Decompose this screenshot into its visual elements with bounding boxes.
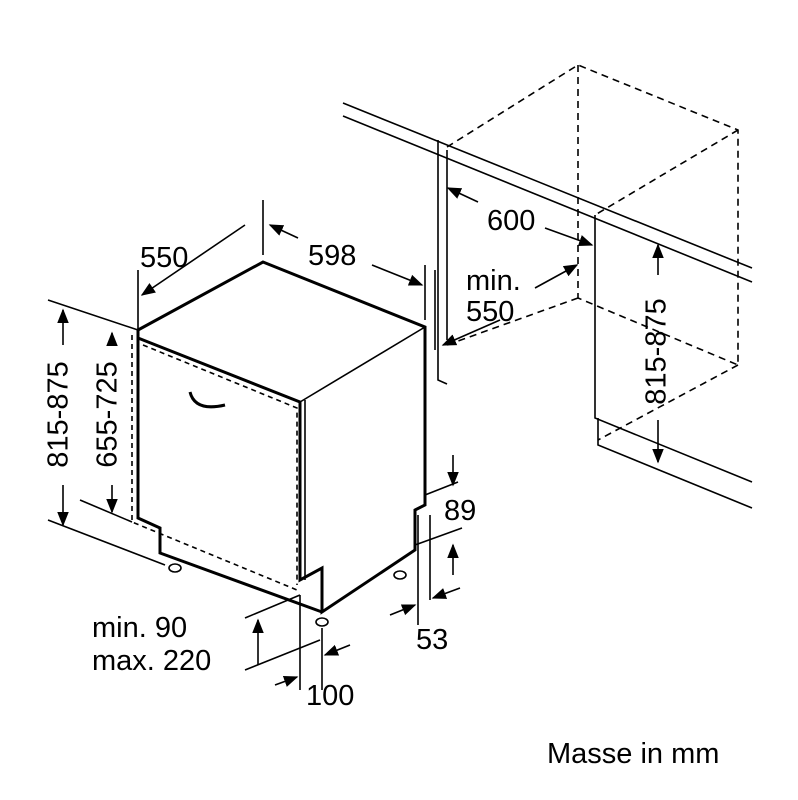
- label-appliance-height: 815-875: [42, 361, 75, 468]
- label-niche-width-600: 600: [487, 205, 536, 237]
- label-offset-100: 100: [306, 680, 355, 712]
- cabinet-niche: [342, 64, 753, 509]
- label-plinth-max: max. 220: [92, 645, 212, 677]
- label-offset-53: 53: [416, 624, 449, 656]
- dishwasher-body: [131, 260, 427, 627]
- label-niche-depth-min: min.: [466, 265, 521, 297]
- label-niche-depth-550: 550: [466, 296, 515, 328]
- dimension-lines: [47, 187, 664, 690]
- label-plinth-89: 89: [444, 495, 477, 527]
- feet: [168, 563, 407, 627]
- label-width-598: 598: [308, 240, 357, 272]
- label-plinth-min: min. 90: [92, 612, 188, 644]
- label-door-height: 655-725: [91, 361, 124, 468]
- label-depth-550: 550: [140, 242, 189, 274]
- label-niche-height: 815-875: [640, 298, 673, 405]
- units-note: Masse in mm: [547, 738, 720, 770]
